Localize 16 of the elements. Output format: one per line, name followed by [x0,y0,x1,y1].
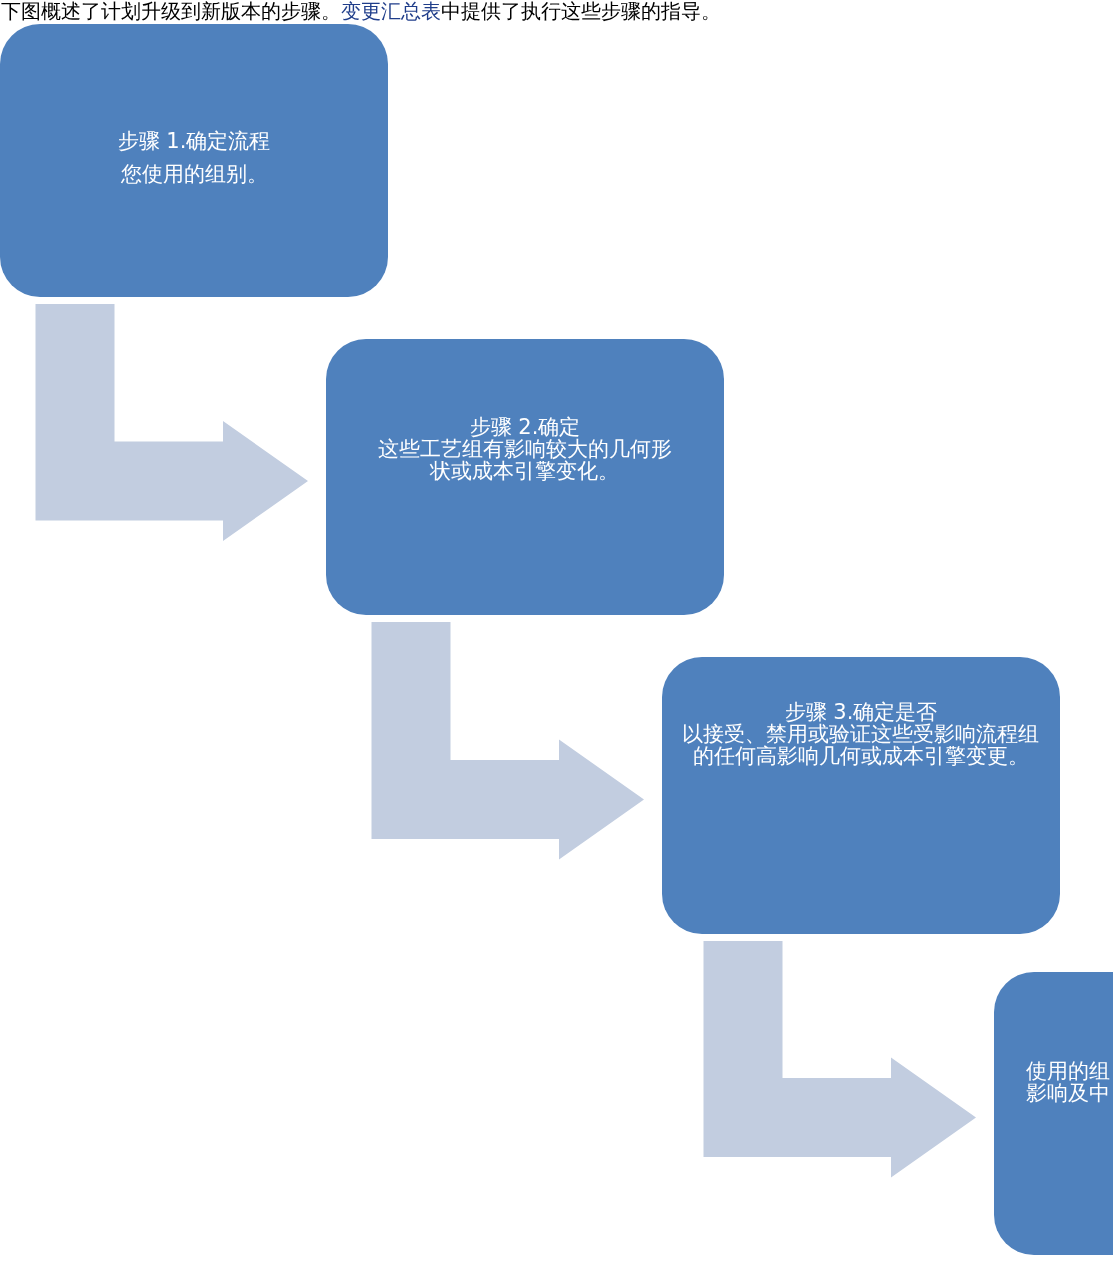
bent-arrow [35,304,308,541]
intro-text: 下图概述了计划升级到新版本的步骤。变更汇总表中提供了执行这些步骤的指导。 [1,1,721,22]
step-box [0,24,388,297]
step-box [326,339,724,615]
step-box [662,657,1060,934]
step-text: 您使用的组别。 [120,163,268,185]
bent-arrow [371,622,644,860]
step-heading: 步骤 3.确定是否 [784,701,938,723]
step-heading: 步骤 1.确定流程 [117,130,271,152]
step-text: 使用的组影响及中 [1026,1060,1111,1104]
bent-arrow [703,941,976,1178]
step-box [994,972,1113,1255]
step-text: 这些工艺组有影响较大的几何形状或成本引擎变化。 [377,438,673,482]
link: 变更汇总表 [341,0,441,23]
step-heading: 步骤 2.确定 [469,416,581,438]
step-text: 以接受、禁用或验证这些受影响流程组的任何高影响几何或成本引擎变更。 [681,723,1041,767]
